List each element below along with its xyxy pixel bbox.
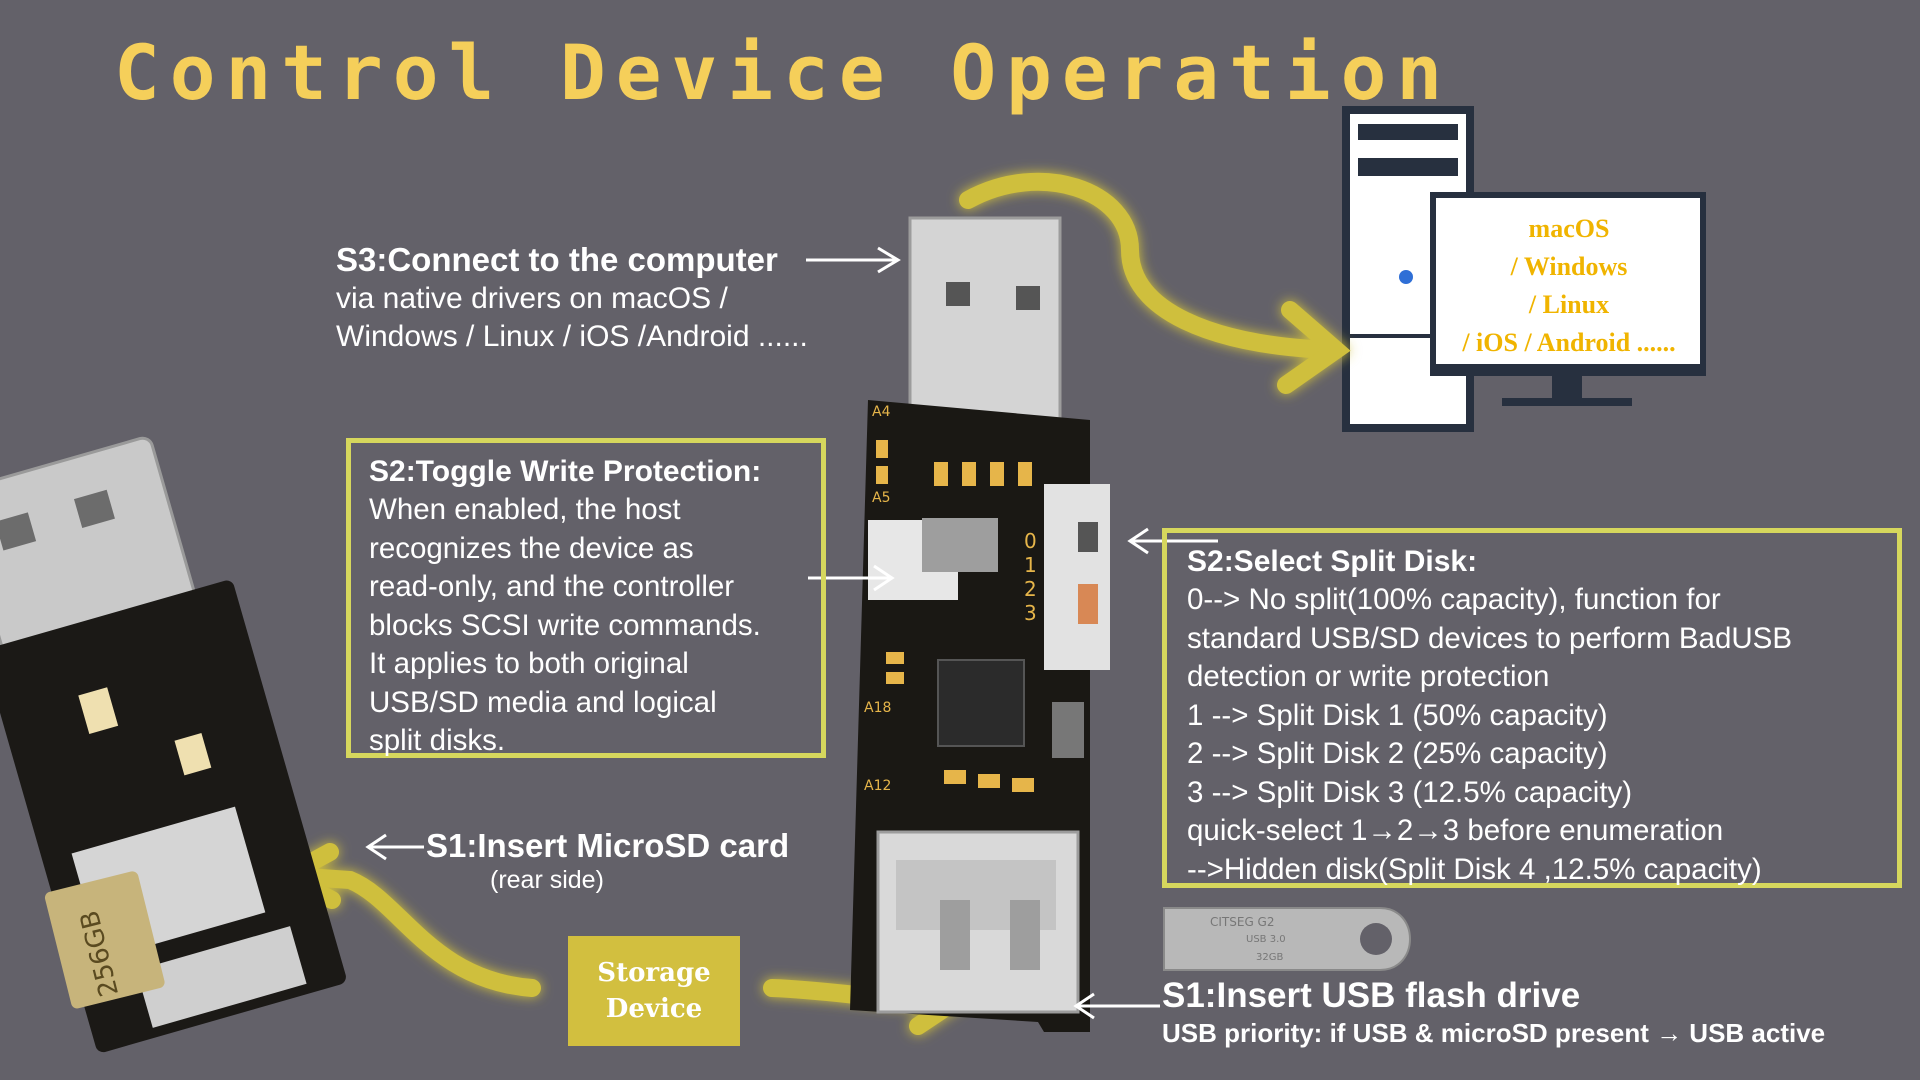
s1-microsd-heading: S1:Insert MicroSD card xyxy=(426,827,790,864)
s2-split-disk-line: -->Hidden disk(Split Disk 4 ,12.5% capac… xyxy=(1187,852,1762,886)
storage-device-label: Storage xyxy=(597,958,711,988)
os-label: / Linux xyxy=(1528,290,1610,319)
flash-drive-size: 32GB xyxy=(1256,952,1283,963)
pcb-label-a18: A18 xyxy=(864,700,891,716)
switch-label-2: 2 xyxy=(1024,577,1037,601)
s2-split-disk-line: 1 --> Split Disk 1 (50% capacity) xyxy=(1187,698,1608,732)
storage-device-box: Storage Device xyxy=(568,936,740,1046)
s2-split-disk-heading: S2:Select Split Disk: xyxy=(1187,545,1478,578)
s2-write-protection-heading: S2:Toggle Write Protection: xyxy=(369,455,762,488)
s1-usb-heading: S1:Insert USB flash drive xyxy=(1162,976,1581,1015)
center-device-image: A4 A5 A18 A12 0 1 2 3 xyxy=(850,216,1110,1032)
s1-microsd-subtitle: (rear side) xyxy=(490,866,604,894)
flash-drive-spec: USB 3.0 xyxy=(1246,934,1286,945)
s3-connect-computer: S3:Connect to the computer via native dr… xyxy=(336,240,896,356)
computer-screen-text: macOS / Windows / Linux / iOS / Android … xyxy=(1434,210,1704,362)
switch-label-3: 3 xyxy=(1024,601,1037,625)
s2-split-disk-line: 3 --> Split Disk 3 (12.5% capacity) xyxy=(1187,775,1633,809)
page-title: Control Device Operation xyxy=(114,28,1453,117)
s3-heading: S3:Connect to the computer xyxy=(336,241,778,278)
s2-split-disk-line: quick-select 1→2→3 before enumeration xyxy=(1187,814,1724,847)
flash-drive-brand: CITSEG G2 xyxy=(1210,915,1275,929)
microsd-card-image: 256GB xyxy=(44,871,165,1009)
switch-label-0: 0 xyxy=(1024,529,1037,553)
s2-write-protection-box: S2:Toggle Write Protection: When enabled… xyxy=(346,438,826,758)
os-label: / Windows xyxy=(1510,252,1628,281)
s2-write-protection-line: When enabled, the host xyxy=(369,493,681,526)
pcb-label-a12: A12 xyxy=(864,778,891,794)
s2-split-disk-line: standard USB/SD devices to perform BadUS… xyxy=(1187,621,1793,655)
s2-write-protection-line: split disks. xyxy=(369,724,506,757)
pcb-label-a4: A4 xyxy=(872,404,891,420)
s2-write-protection-line: USB/SD media and logical xyxy=(369,685,717,719)
storage-device-label: Device xyxy=(605,994,703,1024)
s2-write-protection-line: recognizes the device as xyxy=(369,531,694,565)
s2-write-protection-line: read-only, and the controller xyxy=(369,570,735,603)
pcb-label-a5: A5 xyxy=(872,490,890,506)
os-label: macOS xyxy=(1528,214,1610,243)
s2-write-protection-line: blocks SCSI write commands. xyxy=(369,608,761,642)
s2-split-disk-line: 0--> No split(100% capacity), function f… xyxy=(1187,583,1721,616)
computer-monitor xyxy=(1430,192,1706,406)
s2-split-disk-line: 2 --> Split Disk 2 (25% capacity) xyxy=(1187,737,1608,770)
s1-usb-subtitle: USB priority: if USB & microSD present →… xyxy=(1162,1018,1826,1048)
s2-split-disk-box: S2:Select Split Disk: 0--> No split(100%… xyxy=(1162,528,1902,888)
usb-flash-drive-image: CITSEG G2 USB 3.0 32GB xyxy=(1163,907,1411,971)
os-label: / iOS / Android ...... xyxy=(1462,328,1676,357)
s3-line: Windows / Linux / iOS /Android ...... xyxy=(336,320,808,353)
pointer-arrows xyxy=(365,246,1218,1020)
s3-line: via native drivers on macOS / xyxy=(336,282,728,315)
left-device-image xyxy=(0,436,346,1053)
switch-label-1: 1 xyxy=(1024,553,1037,577)
s2-split-disk-line: detection or write protection xyxy=(1187,660,1550,693)
s2-write-protection-line: It applies to both original xyxy=(369,647,689,680)
